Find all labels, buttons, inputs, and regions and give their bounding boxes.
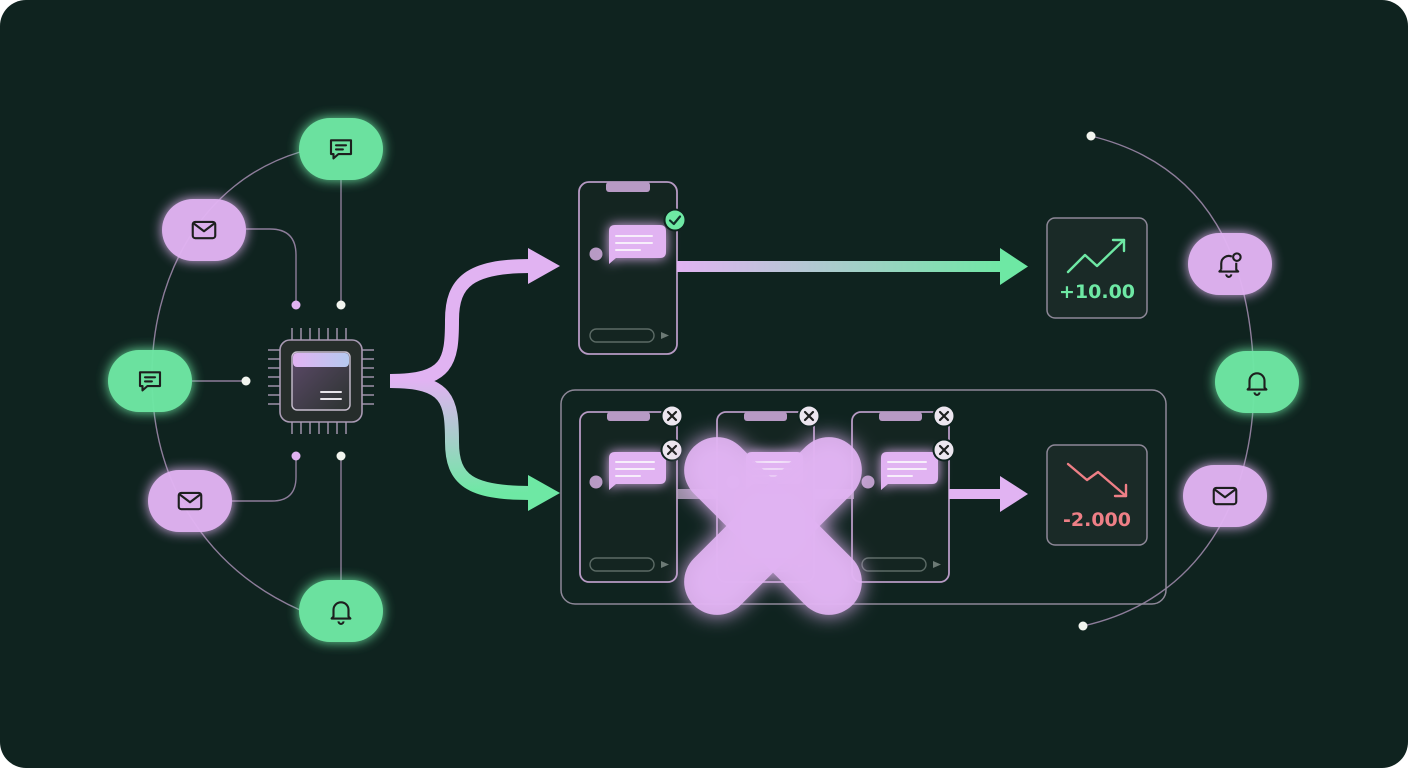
arrow-head-top bbox=[528, 248, 560, 284]
failed-phone bbox=[579, 411, 678, 583]
success-arrow bbox=[677, 248, 1028, 285]
failed-group-frame bbox=[560, 389, 1167, 605]
node-message bbox=[299, 118, 383, 180]
delivered-phone bbox=[578, 181, 678, 355]
connector-dot bbox=[291, 300, 301, 310]
arrow-head-bottom bbox=[528, 475, 560, 511]
chip-pins bbox=[268, 328, 374, 434]
cross-icon bbox=[684, 437, 862, 615]
node-bell bbox=[299, 580, 383, 642]
positive-metric-value: +10.00 bbox=[1059, 281, 1135, 303]
close-icon bbox=[797, 404, 821, 428]
orbit-dot bbox=[1078, 621, 1088, 631]
node-message bbox=[108, 350, 192, 412]
connector-dot bbox=[336, 300, 346, 310]
processor-connectors bbox=[192, 180, 342, 580]
trend-up-icon bbox=[1066, 238, 1126, 274]
orbit-dot bbox=[1086, 131, 1096, 141]
positive-metric-card: +10.00 bbox=[1046, 217, 1148, 319]
close-icon bbox=[660, 404, 684, 428]
close-icon bbox=[932, 404, 956, 428]
message-bubble bbox=[607, 225, 666, 264]
branch-arrows bbox=[389, 248, 560, 511]
trend-down-icon bbox=[1066, 462, 1128, 498]
check-icon bbox=[663, 208, 687, 232]
negative-metric-value: -2.000 bbox=[1063, 509, 1131, 531]
processor-chip bbox=[268, 328, 374, 434]
chip-screen-bar bbox=[293, 353, 349, 367]
connector-dot bbox=[291, 451, 301, 461]
close-icon bbox=[660, 438, 684, 462]
close-icon bbox=[932, 438, 956, 462]
failed-phone bbox=[851, 411, 950, 583]
node-bell-alert bbox=[1188, 233, 1272, 295]
connector-dot bbox=[241, 376, 251, 386]
node-bell bbox=[1215, 351, 1299, 413]
connector-dot bbox=[336, 451, 346, 461]
notification-nodes bbox=[108, 118, 1299, 642]
node-mail bbox=[1183, 465, 1267, 527]
node-mail bbox=[162, 199, 246, 261]
negative-metric-card: -2.000 bbox=[1046, 444, 1148, 546]
node-mail bbox=[148, 470, 232, 532]
